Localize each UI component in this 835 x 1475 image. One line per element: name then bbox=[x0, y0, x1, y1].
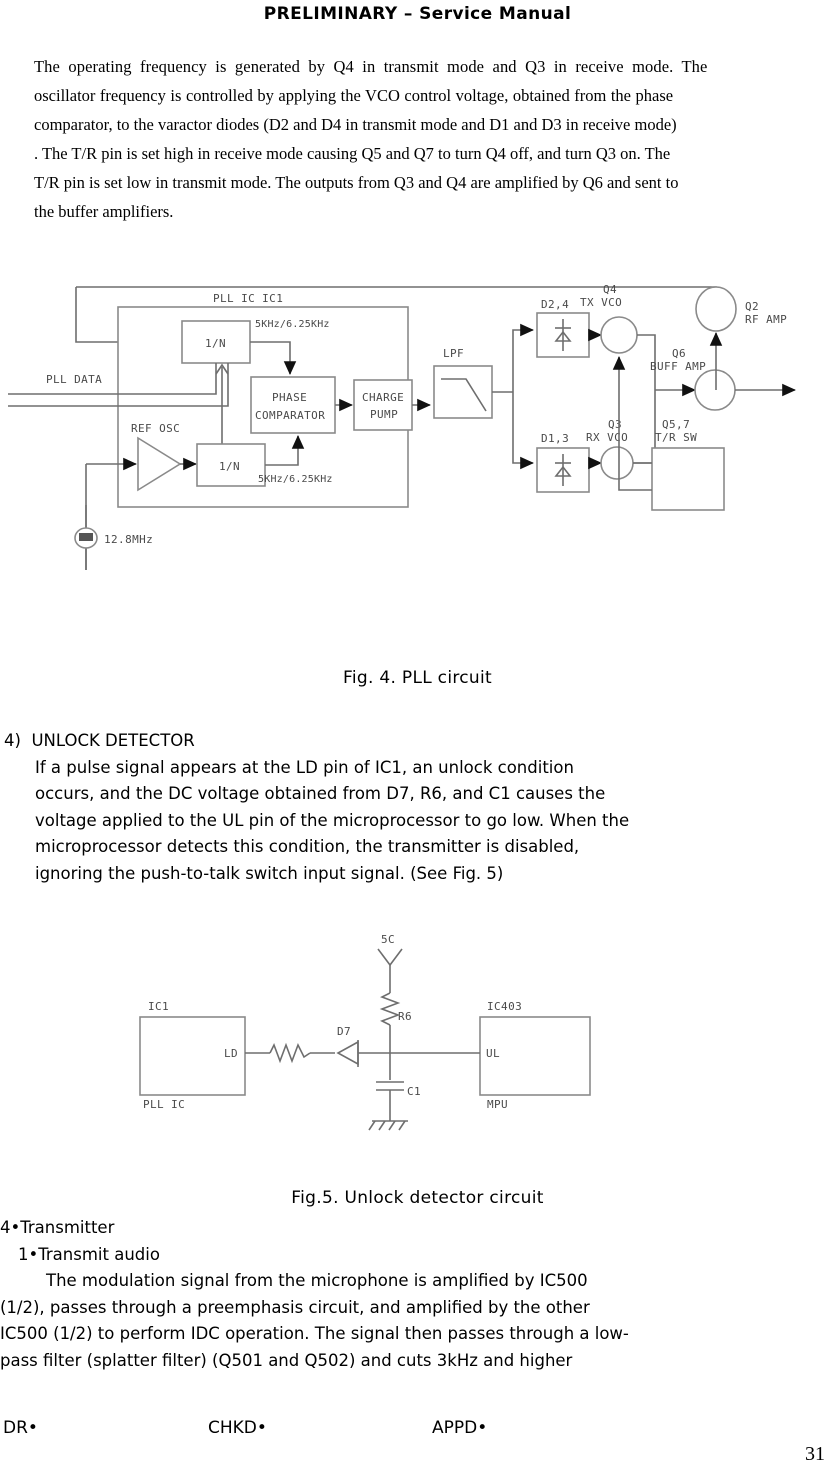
crystal-label: 12.8MHz bbox=[104, 533, 153, 546]
ld-pin-label: LD bbox=[224, 1047, 238, 1060]
varactor-tx-label: D2,4 bbox=[541, 298, 569, 311]
divider-bottom-label: 1/N bbox=[219, 460, 240, 473]
d7-label: D7 bbox=[337, 1025, 351, 1038]
tx-vco-label-1: Q4 bbox=[603, 283, 617, 296]
unlock-detector-section: 4) UNLOCK DETECTOR If a pulse signal app… bbox=[4, 728, 629, 887]
transmitter-body-line: pass filter (splatter filter) (Q501 and … bbox=[0, 1350, 573, 1370]
c1-label: C1 bbox=[407, 1085, 421, 1098]
transmitter-heading-1: 4•Transmitter bbox=[0, 1218, 115, 1237]
intro-line: The operating frequency is generated by … bbox=[34, 57, 708, 76]
ic403-box bbox=[479, 1016, 591, 1096]
divider-link-arrow-up bbox=[215, 363, 229, 375]
transmitter-heading-2: 1•Transmit audio bbox=[18, 1244, 160, 1264]
pll-data-label: PLL DATA bbox=[46, 373, 102, 386]
ref-osc-amp bbox=[137, 436, 182, 492]
tx-vco-label-2: TX VCO bbox=[580, 296, 622, 309]
figure-5-caption: Fig.5. Unlock detector circuit bbox=[291, 1188, 544, 1208]
divider-top-label: 1/N bbox=[205, 337, 226, 350]
unlock-body-line: If a pulse signal appears at the LD pin … bbox=[35, 757, 574, 777]
footer-chkd-field: CHKD• bbox=[208, 1418, 267, 1438]
d7-triangle bbox=[336, 1040, 359, 1066]
charge-pump-label-2: PUMP bbox=[370, 408, 398, 421]
pll-data-line-2 bbox=[8, 363, 229, 407]
transmitter-body-line: IC500 (1/2) to perform IDC operation. Th… bbox=[0, 1324, 629, 1343]
page-footer: DR• CHKD• APPD• bbox=[0, 1418, 835, 1458]
figure-5-unlock-detector-circuit: IC1 LD PLL IC D7 R6 5C C1 IC403 UL MPU bbox=[0, 925, 835, 1160]
tx-vco-output-bus bbox=[633, 334, 656, 464]
ic403-sub-label: MPU bbox=[487, 1098, 508, 1111]
tr-sw-label-1: Q5,7 bbox=[662, 418, 690, 431]
intro-line: the buffer amplifiers. bbox=[34, 202, 174, 221]
charge-pump-box bbox=[353, 379, 413, 431]
lpf-to-rx-branch bbox=[512, 392, 534, 470]
intro-line: oscillator frequency is controlled by ap… bbox=[34, 86, 674, 105]
intro-line: T/R pin is set low in transmit mode. The… bbox=[34, 173, 679, 192]
lpf-box bbox=[433, 365, 493, 419]
lpf-response-curve bbox=[441, 378, 487, 412]
pll-ic-label: PLL IC IC1 bbox=[213, 292, 283, 305]
footer-dr-field: DR• bbox=[3, 1418, 38, 1438]
freq-bottom-label: 5KHz/6.25KHz bbox=[258, 474, 333, 485]
figure-4-caption: Fig. 4. PLL circuit bbox=[343, 668, 492, 688]
freq-top-label: 5KHz/6.25KHz bbox=[255, 319, 330, 330]
ic1-sub-label: PLL IC bbox=[143, 1098, 185, 1111]
r6-resistor bbox=[379, 992, 401, 1026]
r6-label: R6 bbox=[398, 1010, 412, 1023]
ref-osc-label: REF OSC bbox=[131, 422, 180, 435]
series-resistor bbox=[269, 1042, 311, 1064]
rf-amp-label-1: Q2 bbox=[745, 300, 759, 313]
tr-sw-box bbox=[651, 447, 725, 511]
figure-4-pll-circuit: PLL IC IC1 1/N 5KHz/6.25KHz PLL DATA REF… bbox=[0, 270, 835, 650]
tr-sw-connection bbox=[618, 380, 652, 491]
section-number: 4) bbox=[4, 731, 21, 750]
page-number: 31 bbox=[805, 1443, 825, 1465]
rf-amp-label-2: RF AMP bbox=[745, 313, 787, 326]
charge-pump-label-1: CHARGE bbox=[362, 391, 404, 404]
rx-vco-circle bbox=[600, 446, 634, 480]
intro-line: . The T/R pin is set high in receive mod… bbox=[34, 144, 671, 163]
transmitter-body-line: The modulation signal from the microphon… bbox=[46, 1271, 588, 1290]
transmitter-section: 4•Transmitter 1•Transmit audio The modul… bbox=[0, 1215, 629, 1374]
varactor-rx-triangle bbox=[554, 465, 572, 477]
intro-line: comparator, to the varactor diodes (D2 a… bbox=[34, 115, 677, 134]
page-title: PRELIMINARY – Service Manual bbox=[263, 4, 572, 24]
footer-appd-field: APPD• bbox=[432, 1418, 488, 1438]
rf-amp-circle bbox=[695, 286, 737, 332]
tx-vco-circle bbox=[600, 316, 638, 354]
divider-top-output bbox=[250, 341, 297, 375]
phase-comparator-box bbox=[250, 376, 336, 434]
ic1-box bbox=[139, 1016, 246, 1096]
phase-comparator-label-2: COMPARATOR bbox=[255, 409, 325, 422]
section-heading: UNLOCK DETECTOR bbox=[31, 731, 195, 750]
crystal-plate bbox=[79, 533, 93, 541]
unlock-heading-line: 4) UNLOCK DETECTOR bbox=[4, 728, 629, 755]
transmitter-body-line: (1/2), passes through a preemphasis circ… bbox=[0, 1297, 590, 1317]
ul-pin-label: UL bbox=[486, 1047, 500, 1060]
rx-vco-label-2: RX VCO bbox=[586, 431, 628, 444]
ic403-label: IC403 bbox=[487, 1000, 522, 1013]
varactor-rx-label: D1,3 bbox=[541, 432, 569, 445]
intro-paragraph: The operating frequency is generated by … bbox=[34, 52, 802, 226]
varactor-tx-triangle bbox=[554, 330, 572, 342]
buff-amp-circle bbox=[694, 369, 736, 411]
unlock-body-line: voltage applied to the UL pin of the mic… bbox=[35, 810, 630, 830]
phase-comparator-label-1: PHASE bbox=[272, 391, 307, 404]
ground-hatch bbox=[368, 1120, 406, 1131]
unlock-body-line: ignoring the push-to-talk switch input s… bbox=[35, 863, 504, 883]
buff-amp-label-1: Q6 bbox=[672, 347, 686, 360]
supply-symbol bbox=[377, 948, 403, 967]
divider-bottom-output bbox=[265, 435, 305, 466]
unlock-body-line: microprocessor detects this condition, t… bbox=[35, 837, 580, 856]
buff-amp-label-2: BUFF AMP bbox=[650, 360, 706, 373]
supply-label: 5C bbox=[381, 933, 395, 946]
ic1-label: IC1 bbox=[148, 1000, 169, 1013]
lpf-label: LPF bbox=[443, 347, 464, 360]
divider-bottom-box bbox=[196, 443, 266, 487]
lpf-to-tx-branch bbox=[512, 323, 534, 392]
unlock-body-line: occurs, and the DC voltage obtained from… bbox=[35, 784, 606, 803]
rx-vco-label-1: Q3 bbox=[608, 418, 622, 431]
tr-sw-label-2: T/R SW bbox=[655, 431, 697, 444]
